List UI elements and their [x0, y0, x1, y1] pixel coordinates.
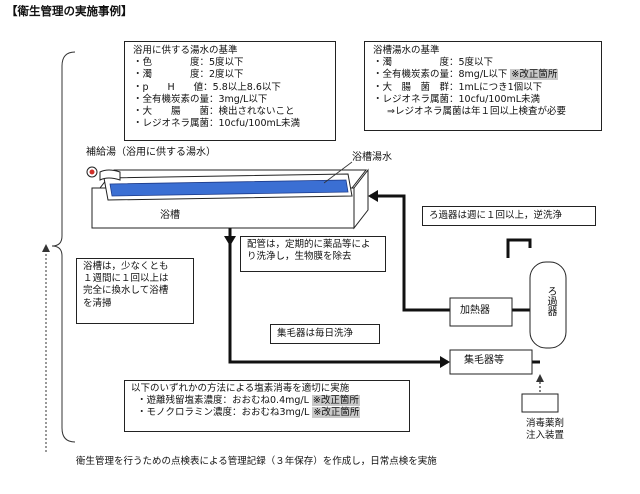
inlet-pipe: [99, 169, 121, 181]
tub-label: 浴槽: [160, 210, 180, 221]
disinfection-box: 以下のいずれかの方法による塩素消毒を適切に実施 ・遊離残留塩素濃度：おおむね0.…: [124, 380, 410, 432]
filter-wash-note: ろ過器は週に１回以上，逆洗浄: [422, 206, 596, 226]
tub-standard-line: ・レジオネラ属菌：10cfu/100mL未満: [373, 93, 541, 105]
tub-standard-text: ・全有機炭素の量：8mg/L以下: [373, 69, 508, 81]
filter-label: ろ過器: [542, 286, 556, 316]
bath-standard-line: ・p H 値：5.8以上8.6以下: [133, 81, 281, 93]
revision-tag: ※改正箇所: [312, 407, 361, 419]
tub-standard-note: ⇒レジオネラ属菌は年１回以上検査が必要: [387, 106, 566, 118]
injector-box: [521, 393, 559, 413]
tub-standard-line: ・濁 度：5度以下: [373, 57, 494, 69]
supply-label: 補給湯（浴用に供する湯水）: [86, 147, 216, 158]
disinfection-line: ・モノクロラミン濃度：おおむね3mg/L ※改正箇所: [131, 407, 403, 419]
tub-clean-note: 浴槽は，少なくとも １週間に１回以上は 完全に換水して浴槽 を清掃: [76, 258, 194, 324]
tub-standard-heading: 浴槽湯水の基準: [373, 45, 440, 56]
note-line: を清掃: [83, 297, 112, 309]
tub-standard-line: ・全有機炭素の量：8mg/L以下 ※改正箇所: [373, 69, 593, 81]
filter-label-text: ろ過器: [545, 286, 556, 316]
injector-label-1: 消毒薬剤: [526, 418, 565, 429]
pipe-clean-note: 配管は，定期的に薬品等によ り洗浄し，生物膜を除去: [240, 236, 386, 272]
left-brace: [51, 51, 76, 443]
note-line: 完全に換水して浴槽: [83, 285, 169, 297]
tub-water: [109, 179, 349, 197]
filter-vessel: [529, 261, 567, 349]
pipe-return-arrow: [368, 190, 378, 202]
tub-standard-line: ・大 腸 菌 群：1mLにつき1個以下: [373, 81, 543, 93]
disinfection-text: ・モノクロラミン濃度：おおむね3mg/L: [137, 407, 310, 419]
note-line: 配管は，定期的に薬品等によ: [247, 239, 371, 250]
note-line: １週間に１回以上は: [83, 273, 169, 285]
note-line: り洗浄し，生物膜を除去: [247, 251, 352, 263]
tub-water-standard-box: 浴槽湯水の基準 ・濁 度：5度以下 ・全有機炭素の量：8mg/L以下 ※改正箇所…: [364, 41, 602, 131]
bath-standard-line: ・全有機炭素の量：3mg/L以下: [133, 93, 268, 105]
injector-label-2: 注入装置: [526, 430, 565, 441]
note-line: ろ過器は週に１回以上，逆洗浄: [429, 210, 563, 221]
pipe-outlet-arrow: [224, 236, 236, 246]
bath-standard-heading: 浴用に供する湯水の基準: [133, 45, 238, 56]
inlet-valve-indicator: [89, 169, 95, 175]
bath-standard-line: ・色 度：5度以下: [133, 57, 244, 69]
revision-tag: ※改正箇所: [510, 69, 559, 81]
disinfection-line: ・遊離残留塩素濃度：おおむね0.4mg/L ※改正箇所: [131, 395, 403, 407]
bath-water-standard-box: 浴用に供する湯水の基準 ・色 度：5度以下 ・濁 度：2度以下 ・p H 値：5…: [124, 41, 336, 141]
pipe-top-loop: [506, 238, 532, 258]
dotted-return-arrowhead: [42, 244, 50, 252]
revision-tag: ※改正箇所: [311, 395, 360, 407]
bath-standard-line: ・レジオネラ属菌：10cfu/100mL未満: [133, 118, 301, 130]
disinfection-heading: 以下のいずれかの方法による塩素消毒を適切に実施: [131, 383, 350, 394]
injector-arrowhead: [536, 374, 544, 382]
footer-note: 衛生管理を行うための点検表による管理記録（３年保存）を作成し，日常点検を実施: [76, 456, 437, 467]
heater-label: 加熱器: [460, 305, 490, 316]
collector-wash-note: 集毛器は毎日洗浄: [270, 324, 380, 344]
note-line: 集毛器は毎日洗浄: [277, 328, 354, 339]
pipe-collector-arrow: [440, 356, 450, 368]
page-title: 【衛生管理の実施事例】: [6, 4, 133, 18]
bath-standard-line: ・大 腸 菌：検出されないこと: [133, 106, 295, 118]
tub-base-side: [353, 168, 369, 230]
disinfection-text: ・遊離残留塩素濃度：おおむね0.4mg/L: [137, 395, 309, 407]
collector-label: 集毛器等: [464, 355, 504, 366]
heater-box: [449, 297, 513, 327]
pipe-outlet: [228, 228, 448, 364]
note-line: 浴槽は，少なくとも: [83, 261, 169, 272]
tub-water-label: 浴槽湯水: [352, 152, 392, 163]
tub-water-pointer: [323, 161, 353, 184]
pipe-return: [370, 194, 450, 312]
bath-standard-line: ・濁 度：2度以下: [133, 69, 244, 81]
collector-box: [449, 349, 533, 375]
